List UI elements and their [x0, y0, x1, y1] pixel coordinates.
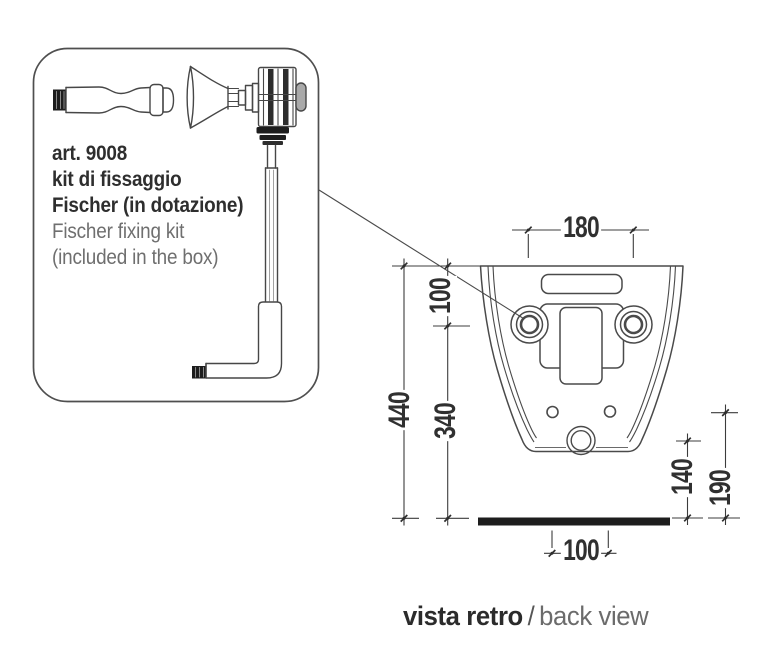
cone-washer-illustration [186, 65, 240, 129]
kit-line-italian-1: kit di fissaggio [52, 168, 182, 191]
caption-english: back view [539, 601, 649, 631]
top-recess [540, 273, 623, 295]
inlet-hole-right [603, 405, 617, 418]
drain-hole-inner [570, 430, 592, 452]
threaded-rod-illustration [264, 144, 279, 304]
dim-ext-180 [527, 234, 634, 258]
back-view-drawing [479, 265, 684, 456]
dim-value-holes-to-floor: 340 [429, 400, 462, 442]
callout-box [32, 47, 320, 403]
left-fixing-hole [519, 314, 540, 335]
leader-line [318, 189, 524, 319]
dim-label-drain-height: 140 [666, 456, 699, 498]
kit-line-english-1: Fischer fixing kit [52, 220, 185, 243]
dim-value-bottom-spacing: 100 [560, 535, 602, 567]
dim-label-bottom-spacing: 100 [560, 535, 602, 567]
dim-value-hole-spacing: 180 [560, 212, 602, 244]
inlet-hole-left [546, 405, 559, 419]
right-hole-ring [619, 310, 648, 339]
view-caption: vista retro/back view [403, 599, 649, 633]
drain-hole-outer [566, 425, 596, 456]
dim-label-overall-height: 440 [383, 389, 416, 431]
dimension-ticks [400, 226, 730, 558]
fixing-kit-drawing [53, 65, 307, 379]
mounting-tongue [559, 306, 603, 385]
caption-separator: / [527, 601, 535, 631]
kit-line-english-2: (included in the box) [52, 246, 219, 269]
floor-line [478, 517, 670, 526]
dim-label-inlet-height: 190 [704, 467, 737, 509]
dim-label-hole-spacing: 180 [560, 212, 602, 244]
left-hole-ring [515, 310, 544, 339]
fixing-kit-label: art. 9008 kit di fissaggio Fischer (in d… [52, 141, 244, 271]
callout-box-outline [32, 47, 320, 403]
caption-italian: vista retro [403, 601, 523, 631]
right-fixing-hole [623, 314, 644, 335]
kit-line-italian-2: Fischer (in dotazione) [52, 194, 244, 217]
dim-value-overall-height: 440 [383, 389, 416, 431]
l-bracket-illustration [192, 301, 283, 379]
kit-art-number: art. 9008 [52, 142, 128, 165]
wall-plug-illustration [53, 83, 175, 117]
expansion-bolt-illustration [237, 66, 307, 145]
dim-label-top-to-holes: 100 [424, 275, 457, 317]
dim-value-top-to-holes: 100 [424, 275, 457, 317]
dim-value-drain-height: 140 [666, 456, 699, 498]
fixture-side-contours [487, 265, 677, 448]
dim-ext-100-bottom [551, 530, 609, 548]
dimension-lines [392, 229, 740, 554]
dim-value-inlet-height: 190 [704, 467, 737, 509]
dim-label-holes-to-floor: 340 [429, 400, 462, 442]
